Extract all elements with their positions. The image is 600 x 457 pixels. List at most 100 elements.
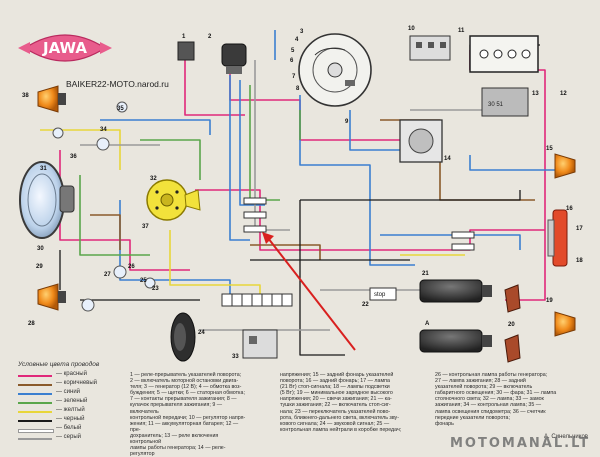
legend-row: — черный bbox=[18, 416, 118, 424]
caption-line: рота, ближнего-дальнего света, включател… bbox=[280, 414, 399, 421]
caption-line: зажигания; 34 — контрольная лампа; 35 — bbox=[435, 402, 542, 409]
rear-turn-signal-top bbox=[554, 153, 576, 179]
label-11: 11 bbox=[458, 28, 465, 34]
legend-row: — серый bbox=[18, 434, 118, 442]
wire-brown bbox=[90, 214, 121, 250]
label-32: 32 bbox=[150, 176, 157, 182]
wire-blue bbox=[349, 110, 420, 151]
label-12: 12 bbox=[560, 91, 567, 97]
label-3: 3 bbox=[300, 29, 304, 35]
legend-label: — синий bbox=[56, 389, 81, 395]
wire-blue bbox=[239, 80, 265, 206]
wire-black bbox=[300, 190, 521, 201]
caption-line: контрольной передачи; 10 — регулятор нап… bbox=[130, 414, 246, 421]
legend-swatch bbox=[18, 402, 52, 404]
voltage-regulator bbox=[409, 35, 451, 61]
label-28: 28 bbox=[28, 321, 35, 327]
label-26: 26 bbox=[128, 264, 135, 270]
ignition-coil-bottom bbox=[419, 329, 492, 353]
ignition-coil-top bbox=[419, 279, 492, 303]
label-15: 15 bbox=[546, 146, 553, 152]
caption-line: кового сигнала; 24 — звуковой сигнал; 25… bbox=[280, 420, 390, 427]
label-13: 13 bbox=[532, 91, 539, 97]
label-8: 8 bbox=[296, 86, 300, 92]
caption-line: габаритного освещения; 30 — фара; 31 — л… bbox=[435, 390, 557, 397]
legend-swatch bbox=[18, 438, 52, 440]
legend-swatch bbox=[18, 393, 52, 395]
label-17: 17 bbox=[576, 226, 583, 232]
label-30: 30 bbox=[37, 246, 44, 252]
caption-line: поворота; 16 — задний фонарь; 17 — лампа bbox=[280, 378, 390, 385]
caption-line: теля; 3 — генератор (12 В); 4 — обмотка … bbox=[130, 384, 242, 391]
label-37: 37 bbox=[142, 224, 149, 230]
battery bbox=[469, 35, 539, 73]
label-22: 22 bbox=[362, 302, 369, 308]
caption-line: (5 Вт); 19 — минимальное зарядное высоко… bbox=[280, 390, 393, 397]
label-34: 34 bbox=[100, 127, 107, 133]
legend-row: — красный bbox=[18, 371, 118, 379]
indicator-lamps bbox=[52, 101, 156, 312]
center-connectors bbox=[243, 197, 475, 251]
label-38: 38 bbox=[22, 93, 29, 99]
caption-line: фонарь bbox=[435, 420, 454, 427]
legend-swatch bbox=[18, 375, 52, 377]
caption-line: жения; 11 — аккумуляторная батарея; 12 —… bbox=[130, 420, 239, 433]
legend-label: — серый bbox=[56, 434, 82, 440]
label-25: 25 bbox=[140, 278, 147, 284]
legend-swatch bbox=[18, 429, 54, 433]
spark-plug-bottom bbox=[504, 334, 521, 363]
caption-line: тушки зажигания; 22 — включатель стоп-си… bbox=[280, 402, 391, 409]
legend-label: — коричневый bbox=[56, 380, 98, 386]
wire-red bbox=[195, 189, 545, 251]
flasher-relay bbox=[177, 41, 195, 61]
caption-line: 1 — реле-прерыватель указателей поворота… bbox=[130, 372, 242, 378]
kill-switch bbox=[221, 43, 247, 74]
wire-yellow bbox=[40, 129, 121, 170]
wire-green bbox=[79, 175, 150, 256]
legend-label: — зеленый bbox=[56, 398, 88, 404]
label-9: 9 bbox=[345, 119, 349, 125]
ignition-switch bbox=[146, 179, 201, 221]
caption-column-3: 26 — контрольная лампа работы генератора… bbox=[435, 372, 565, 427]
label-10: 10 bbox=[408, 26, 415, 32]
wire-blue bbox=[469, 155, 555, 171]
stop-switch bbox=[369, 287, 397, 301]
wire-green bbox=[140, 139, 201, 180]
legend-swatch bbox=[18, 384, 52, 386]
legend-row: — белый bbox=[18, 425, 118, 433]
caption-line: напряжения; 15 — задний фонарь указателе… bbox=[280, 372, 394, 378]
label-1: 1 bbox=[182, 34, 186, 40]
caption-line: контрольная лампа нейтрали в коробке пер… bbox=[280, 426, 402, 433]
caption-line: нала; 23 — переключатель указателей пово… bbox=[280, 408, 391, 415]
caption-line: лампа освещения спидометра; 36 — счетчик bbox=[435, 408, 546, 415]
label-18: 18 bbox=[576, 258, 583, 264]
wire-blue bbox=[299, 95, 415, 266]
label-36: 36 bbox=[70, 154, 77, 160]
label-7: 7 bbox=[292, 74, 296, 80]
caption-line: стояночного света; 32 — лампа; 33 — замо… bbox=[435, 396, 544, 403]
caption-line: лампы работы генератора; 14 — реле-регул… bbox=[130, 445, 226, 457]
legend-swatch bbox=[18, 420, 52, 422]
spark-plug-top bbox=[504, 284, 521, 313]
caption-column-2: напряжения; 15 — задний фонарь указателе… bbox=[280, 372, 410, 433]
front-turn-signal-left bbox=[37, 85, 66, 113]
label-16: 16 bbox=[566, 206, 573, 212]
caption-line: кулачок прерывателя зажигания; 9 — включ… bbox=[130, 402, 223, 415]
legend-swatch bbox=[18, 411, 52, 413]
rear-turn-signal-bottom bbox=[554, 311, 576, 337]
legend-row: — синий bbox=[18, 389, 118, 397]
site-url: BAIKER22-MOTO.narod.ru bbox=[66, 79, 169, 89]
caption-line: напряжения; 20 — свечи зажигания; 21 — к… bbox=[280, 396, 392, 403]
label-14: 14 bbox=[444, 156, 451, 162]
red-arrow bbox=[262, 232, 356, 351]
neutral-relay bbox=[242, 329, 278, 359]
label-33: 33 bbox=[232, 354, 239, 360]
generator bbox=[298, 33, 372, 107]
component-numbers: 1 2 3 4 5 6 7 8 9 10 11 12 13 14 15 16 1… bbox=[22, 26, 583, 360]
logo-text: JAWA bbox=[42, 39, 87, 57]
label-6: 6 bbox=[290, 58, 294, 64]
label-2: 2 bbox=[208, 34, 212, 40]
front-turn-signal-right bbox=[37, 283, 66, 311]
label-35: 35 bbox=[117, 106, 124, 112]
